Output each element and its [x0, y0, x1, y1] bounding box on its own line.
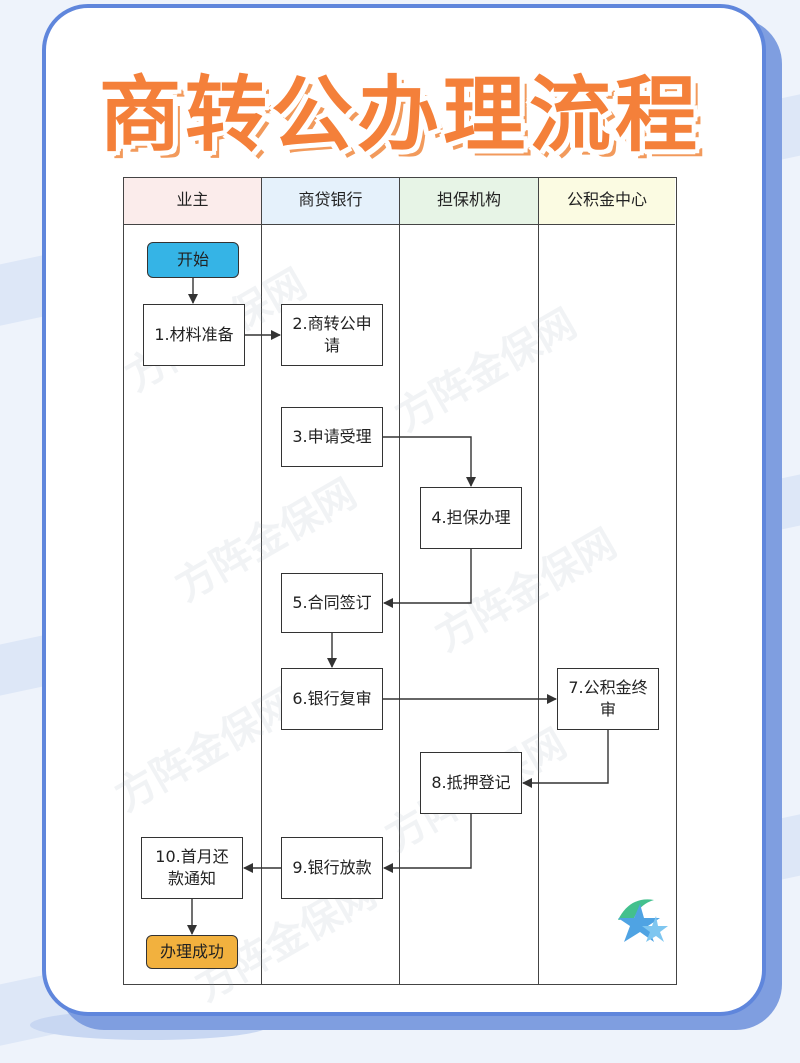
node-conversion-application: 2.商转公申请 [281, 304, 383, 366]
lane-header-commercial-bank: 商贷银行 [262, 178, 399, 225]
connector-layer [187, 278, 609, 935]
brand-logo-icon [618, 899, 668, 942]
lane-fund-center: 公积金中心 [539, 178, 675, 984]
node-bank-disbursement: 9.银行放款 [281, 837, 383, 899]
node-contract-signing: 5.合同签订 [281, 573, 383, 633]
lane-guarantor: 担保机构 [400, 178, 539, 984]
node-first-repayment-notice: 10.首月还款通知 [141, 837, 243, 899]
arrow-4-to-5 [383, 549, 472, 608]
node-material-preparation: 1.材料准备 [143, 304, 245, 366]
page-title: 商转公办理流程 [98, 68, 701, 163]
node-guarantee-handling: 4.担保办理 [420, 487, 522, 549]
start-node: 开始 [147, 242, 239, 278]
node-mortgage-registration: 8.抵押登记 [420, 752, 522, 814]
end-node: 办理成功 [146, 935, 238, 969]
lane-header-guarantor: 担保机构 [400, 178, 538, 225]
arrow-3-to-4 [383, 436, 476, 487]
swimlane-diagram: 业主 商贷银行 担保机构 公积金中心 方阵金保网 方阵金保网 方阵金保网 方阵金… [108, 177, 677, 1010]
lane-owner: 业主 [124, 178, 262, 984]
arrow-8-to-9 [383, 814, 472, 873]
node-bank-review: 6.银行复审 [281, 668, 383, 730]
lane-commercial-bank: 商贷银行 [262, 178, 400, 984]
node-application-acceptance: 3.申请受理 [281, 407, 383, 467]
lane-header-owner: 业主 [124, 178, 261, 225]
node-fund-final-review: 7.公积金终审 [557, 668, 659, 730]
lane-header-fund-center: 公积金中心 [539, 178, 675, 225]
arrow-7-to-8 [522, 730, 609, 788]
